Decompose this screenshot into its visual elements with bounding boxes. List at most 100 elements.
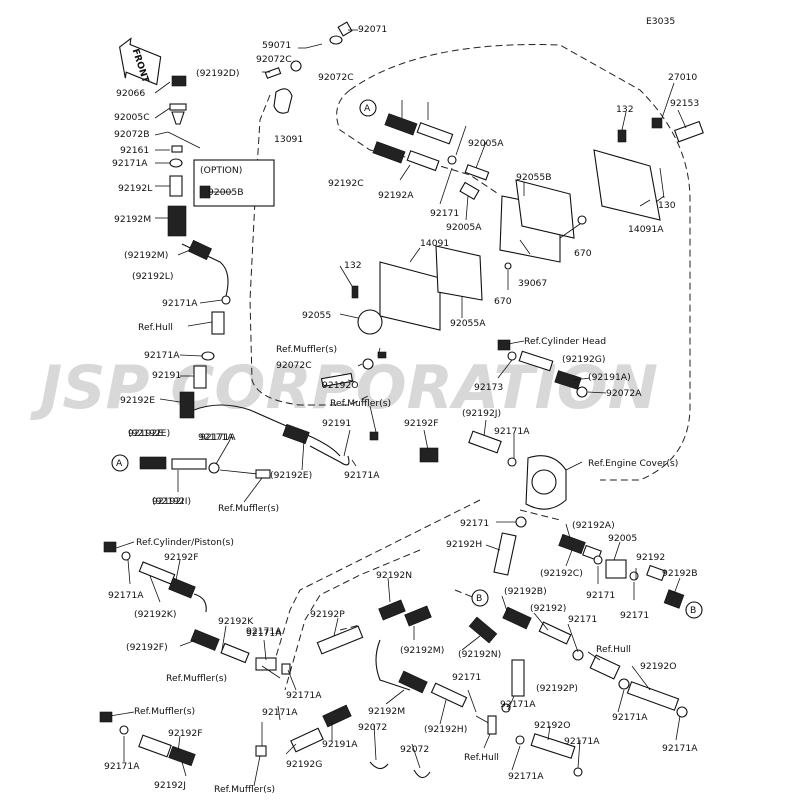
part-label: 92005A <box>468 138 504 149</box>
part-label: 92171A <box>612 712 648 723</box>
part-label: Ref.Muffler(s) <box>214 784 275 795</box>
part-label: 92072B <box>114 129 150 140</box>
middle-hoses <box>320 339 588 467</box>
cover-plate-right <box>593 117 704 221</box>
part-label: 92171 <box>586 590 615 601</box>
part-label: 92171 <box>568 614 597 625</box>
part-label: 92192C <box>328 178 364 189</box>
lower-left-hoses <box>99 541 291 767</box>
part-label: (92192F) <box>126 642 168 653</box>
part-label: (92192M) <box>400 645 444 656</box>
part-label: 92171A <box>112 158 148 169</box>
part-label: Ref.Muffler(s) <box>166 673 227 684</box>
part-label: 92072C <box>276 360 312 371</box>
part-label: 92072 <box>400 744 429 755</box>
part-label: Ref.Muffler(s) <box>134 706 195 717</box>
part-label: 92192O <box>534 720 570 731</box>
part-label: Ref.Cylinder Head <box>524 336 606 347</box>
watermark: JSP CORPORATION <box>30 353 658 423</box>
part-label: 92171 <box>430 208 459 219</box>
part-label: (92192A) <box>572 520 615 531</box>
part-label: (92192K) <box>134 609 176 620</box>
part-label: 92192A <box>378 190 414 201</box>
part-label: 92005B <box>208 187 244 198</box>
part-label: (92192C) <box>540 568 583 579</box>
option-box-label: (OPTION) <box>200 165 242 176</box>
part-label: 92192B <box>662 568 698 579</box>
center-manifold: A <box>351 99 587 335</box>
part-label: (92192N) <box>458 649 501 660</box>
part-label: Ref.Muffler(s) <box>330 398 391 409</box>
part-label: Ref.Muffler(s) <box>276 344 337 355</box>
part-label: 92171A <box>500 699 536 710</box>
part-label: 13091 <box>274 134 303 145</box>
part-label: (92192G) <box>562 354 606 365</box>
svg-text:A: A <box>364 103 371 114</box>
part-label: 92192K <box>218 616 254 627</box>
part-label: 92171A <box>508 771 544 782</box>
part-label: 92171A <box>494 426 530 437</box>
part-label: Ref.Cylinder/Piston(s) <box>136 537 234 548</box>
part-label: 92171A <box>286 690 322 701</box>
part-label: (92192M) <box>124 250 168 261</box>
front-arrow: FRONT <box>119 37 162 86</box>
part-label: 92171A <box>200 432 236 443</box>
part-label: 92055 <box>302 310 331 321</box>
part-label: 14091A <box>628 224 664 235</box>
part-label: 92171A <box>564 736 600 747</box>
part-label: 92072 <box>358 722 387 733</box>
part-label: 92192E <box>128 428 163 439</box>
part-label: 92072A <box>606 388 642 399</box>
part-label: Ref.Hull <box>464 752 499 763</box>
part-label: 92192 <box>636 552 665 563</box>
part-label: (92192I) <box>152 496 191 507</box>
part-label: (92192E) <box>128 428 170 439</box>
part-label: 92192F <box>404 418 439 429</box>
row-a-left: A <box>111 454 271 479</box>
top-clamp-parts <box>264 21 353 114</box>
part-label: 92005A <box>446 222 482 233</box>
part-label: Ref.Hull <box>138 322 173 333</box>
part-label: 92192L <box>118 183 153 194</box>
part-label: 92171A <box>108 590 144 601</box>
part-label: 92192H <box>446 539 482 550</box>
part-label: 27010 <box>668 72 697 83</box>
part-label: Ref.Hull <box>596 644 631 655</box>
part-label: 92191A <box>322 739 358 750</box>
part-label: 92191 <box>152 370 181 381</box>
left-stack-parts <box>167 75 350 466</box>
part-label: 92072C <box>256 54 292 65</box>
leader-lines <box>109 29 687 787</box>
part-label: 92005 <box>608 533 637 544</box>
part-label: 92192O <box>640 661 676 672</box>
part-label: 670 <box>574 248 592 259</box>
svg-text:A: A <box>116 458 123 469</box>
part-label: 92171A <box>104 761 140 772</box>
part-label: 132 <box>344 260 362 271</box>
part-label: 14091 <box>420 238 449 249</box>
part-label: Ref.Muffler(s) <box>218 503 279 514</box>
part-label: 92191 <box>322 418 351 429</box>
part-label: 92192F <box>164 552 199 563</box>
part-label: 92192G <box>286 759 322 770</box>
middle-lower-hoses <box>290 599 525 779</box>
part-label: 92055B <box>516 172 552 183</box>
part-label: 92005C <box>114 112 150 123</box>
part-label: (92191A) <box>588 372 631 383</box>
part-label: 92192J <box>154 780 186 791</box>
part-label: 92153 <box>670 98 699 109</box>
part-label: 92171A <box>246 626 282 637</box>
part-label: 92192E <box>120 395 155 406</box>
part-label: 92173 <box>474 382 503 393</box>
part-label: 92171A <box>344 470 380 481</box>
part-label: (92192) <box>530 603 566 614</box>
part-label: 92192O <box>322 380 358 391</box>
part-label: 92055A <box>450 318 486 329</box>
engine-cover-fitting <box>493 455 567 576</box>
part-label: 92192P <box>310 609 345 620</box>
part-label: 92192M <box>114 214 151 225</box>
part-label: (92192D) <box>196 68 239 79</box>
part-label: 130 <box>658 200 676 211</box>
part-label: Ref.Engine Cover(s) <box>588 458 678 469</box>
